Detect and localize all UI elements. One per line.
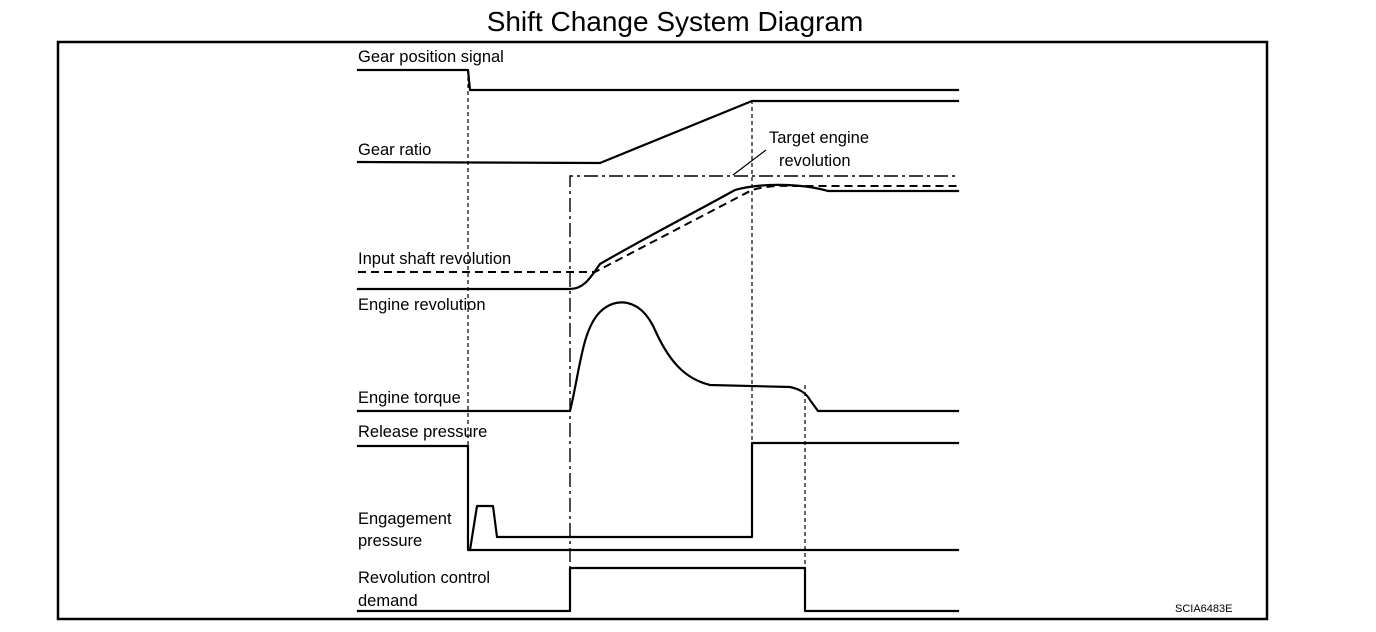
label-target-engine-revolution-line1: Target engine	[769, 129, 869, 147]
label-input-shaft-revolution: Input shaft revolution	[358, 250, 511, 268]
label-engine-revolution: Engine revolution	[358, 296, 486, 314]
label-engagement-pressure-line1: Engagement	[358, 510, 452, 528]
revolution-control-demand-trace	[356, 566, 960, 613]
target-engine-revolution-line	[569, 175, 958, 612]
engine-torque-trace	[356, 301, 960, 413]
engine-revolution-trace	[356, 183, 960, 291]
label-engine-torque: Engine torque	[358, 389, 461, 407]
label-revolution-control-line2: demand	[358, 592, 418, 610]
label-gear-ratio: Gear ratio	[358, 141, 431, 159]
label-revolution-control-line1: Revolution control	[358, 569, 490, 587]
release-pressure-trace	[356, 444, 960, 552]
input-shaft-revolution-trace	[358, 184, 958, 273]
gear-ratio-trace	[356, 99, 960, 165]
diagram-title: Shift Change System Diagram	[487, 6, 864, 37]
label-engagement-pressure-line2: pressure	[358, 532, 422, 550]
engagement-pressure-trace	[468, 441, 960, 552]
figure-code: SCIA6483E	[1175, 603, 1232, 615]
diagram-frame	[56, 40, 1269, 621]
label-release-pressure: Release pressure	[358, 423, 487, 441]
target-engine-pointer	[732, 149, 767, 176]
label-target-engine-revolution-line2: revolution	[779, 152, 851, 170]
label-gear-position-signal: Gear position signal	[358, 48, 504, 66]
gear-position-signal-trace	[356, 68, 960, 92]
